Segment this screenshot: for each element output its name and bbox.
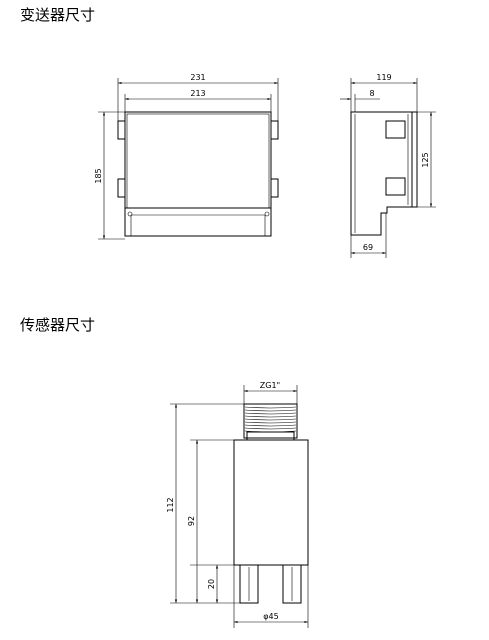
sensor-dimensions-heading: 传感器尺寸 <box>20 316 96 334</box>
thread-line <box>244 412 297 415</box>
transmitter-dimensions-heading: 变送器尺寸 <box>20 6 96 24</box>
sensor-body-length-label: 92 <box>187 516 196 526</box>
thread-line <box>244 415 297 418</box>
transmitter-side-view: 119 8 125 69 <box>340 73 436 258</box>
side-flange-label: 8 <box>369 89 374 98</box>
thread-line <box>244 418 297 421</box>
front-inner-width-label: 213 <box>190 89 205 98</box>
side-height-label: 125 <box>421 152 430 167</box>
sensor-diameter-label: φ45 <box>263 612 278 621</box>
front-overall-width-label: 231 <box>190 73 205 82</box>
thread-line <box>244 427 297 430</box>
sensor-thread-label: ZG1" <box>260 381 280 390</box>
side-depth-label: 119 <box>376 73 391 82</box>
transmitter-front-view: 231 213 185 <box>94 73 279 240</box>
side-bottom-label: 69 <box>363 243 373 252</box>
thread-line <box>244 409 297 412</box>
thread-line <box>244 406 297 409</box>
front-height-label: 185 <box>94 168 103 183</box>
sensor-total-length-label: 112 <box>166 497 175 512</box>
sensor-connector-length-label: 20 <box>207 579 216 589</box>
thread-line <box>244 421 297 424</box>
sensor-drawing: ZG1" 112 92 20 φ45 <box>166 381 309 628</box>
thread-line <box>244 424 297 427</box>
